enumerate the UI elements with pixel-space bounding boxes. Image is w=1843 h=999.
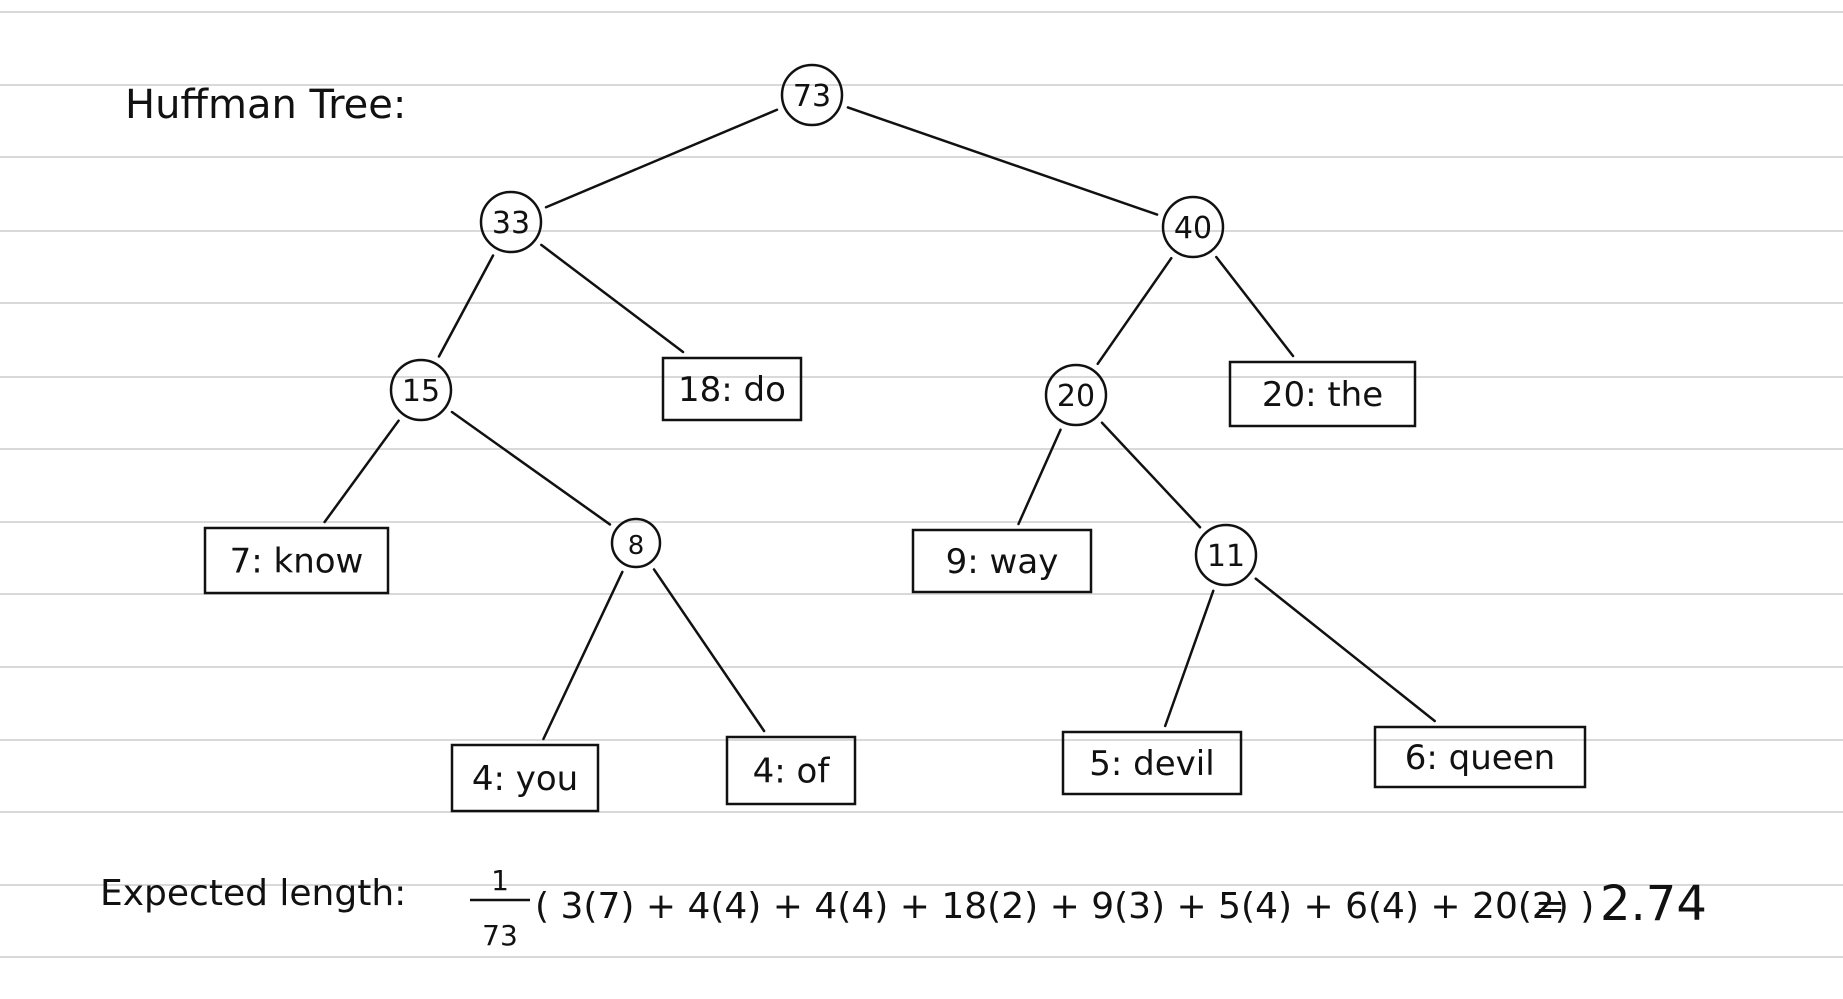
internal-node-n73: 73 xyxy=(780,63,844,127)
tree-edge-n73-n40 xyxy=(846,106,1159,216)
leaf-node-l18: 18: do xyxy=(661,356,803,422)
leaf-box xyxy=(1373,725,1587,789)
node-label: 20: the xyxy=(1262,375,1383,415)
node-label: 7: know xyxy=(230,542,364,582)
leaf-box xyxy=(661,356,803,422)
leaf-node-l5: 5: devil xyxy=(1061,730,1243,796)
leaf-node-l4you: 4: you xyxy=(450,743,600,813)
node-circle xyxy=(780,63,844,127)
expected-length-result: 2.74 xyxy=(1600,876,1707,932)
tree-edges xyxy=(323,106,1436,741)
leaf-node-l20the: 20: the xyxy=(1228,360,1417,428)
leaf-box xyxy=(1228,360,1417,428)
ruled-lines xyxy=(0,11,1843,958)
node-label: 9: way xyxy=(946,542,1059,582)
node-circle xyxy=(1161,195,1225,259)
tree-edge-n8-l4of xyxy=(652,568,766,733)
node-label: 6: queen xyxy=(1405,738,1555,778)
internal-node-n15: 15 xyxy=(389,358,453,422)
internal-node-n20: 20 xyxy=(1044,363,1108,427)
node-circle xyxy=(610,517,662,569)
tree-edge-n11-l6 xyxy=(1254,577,1436,723)
leaf-node-l6: 6: queen xyxy=(1373,725,1587,789)
internal-node-n11: 11 xyxy=(1194,523,1258,587)
tree-edge-n33-n15 xyxy=(437,254,495,358)
node-label: 11 xyxy=(1207,539,1245,574)
leaf-box xyxy=(725,735,857,806)
expected-length-formula: Expected length: 1 73 ( 3(7) + 4(4) + 4(… xyxy=(100,864,1707,952)
fraction-denominator: 73 xyxy=(482,919,518,952)
tree-edge-n11-l5 xyxy=(1163,589,1215,728)
node-label: 73 xyxy=(793,79,831,114)
expected-length-label: Expected length: xyxy=(100,873,406,914)
node-circle xyxy=(1194,523,1258,587)
tree-edge-n40-l20the xyxy=(1215,255,1295,358)
tree-edge-n15-l7 xyxy=(323,419,400,524)
tree-edge-n40-n20 xyxy=(1096,256,1173,366)
leaf-box xyxy=(1061,730,1243,796)
tree-edge-n73-n33 xyxy=(544,108,779,209)
tree-edge-n33-l18 xyxy=(540,243,685,354)
diagram-title: Huffman Tree: xyxy=(125,82,406,128)
internal-node-n33: 33 xyxy=(479,190,543,254)
fraction-numerator: 1 xyxy=(491,864,509,897)
node-circle xyxy=(1044,363,1108,427)
internal-node-n40: 40 xyxy=(1161,195,1225,259)
leaf-box xyxy=(203,526,390,595)
tree-edge-n20-n11 xyxy=(1100,421,1202,529)
leaf-node-l7: 7: know xyxy=(203,526,390,595)
node-label: 5: devil xyxy=(1089,744,1214,784)
leaf-box xyxy=(450,743,600,813)
leaf-box xyxy=(911,528,1093,594)
tree-edge-n20-l9 xyxy=(1017,428,1062,526)
node-circle xyxy=(389,358,453,422)
node-label: 18: do xyxy=(678,370,786,410)
node-label: 4: you xyxy=(472,759,578,799)
internal-node-n8: 8 xyxy=(610,517,662,569)
tree-edge-n8-l4you xyxy=(542,570,624,741)
equals-sign: = xyxy=(1535,886,1565,927)
node-label: 40 xyxy=(1174,211,1212,246)
node-label: 4: of xyxy=(753,752,831,792)
node-circle xyxy=(479,190,543,254)
node-label: 15 xyxy=(402,374,440,409)
leaf-node-l4of: 4: of xyxy=(725,735,857,806)
tree-edge-n15-n8 xyxy=(450,410,612,526)
node-label: 8 xyxy=(628,531,645,561)
formula-expression: ( 3(7) + 4(4) + 4(4) + 18(2) + 9(3) + 5(… xyxy=(535,886,1594,927)
tree-nodes: 73 33 40 15 18: do 20 20: the 7: know 8 9: way 11 4… xyxy=(203,63,1587,813)
leaf-node-l9: 9: way xyxy=(911,528,1093,594)
node-label: 33 xyxy=(492,206,530,241)
node-label: 20 xyxy=(1057,379,1095,414)
